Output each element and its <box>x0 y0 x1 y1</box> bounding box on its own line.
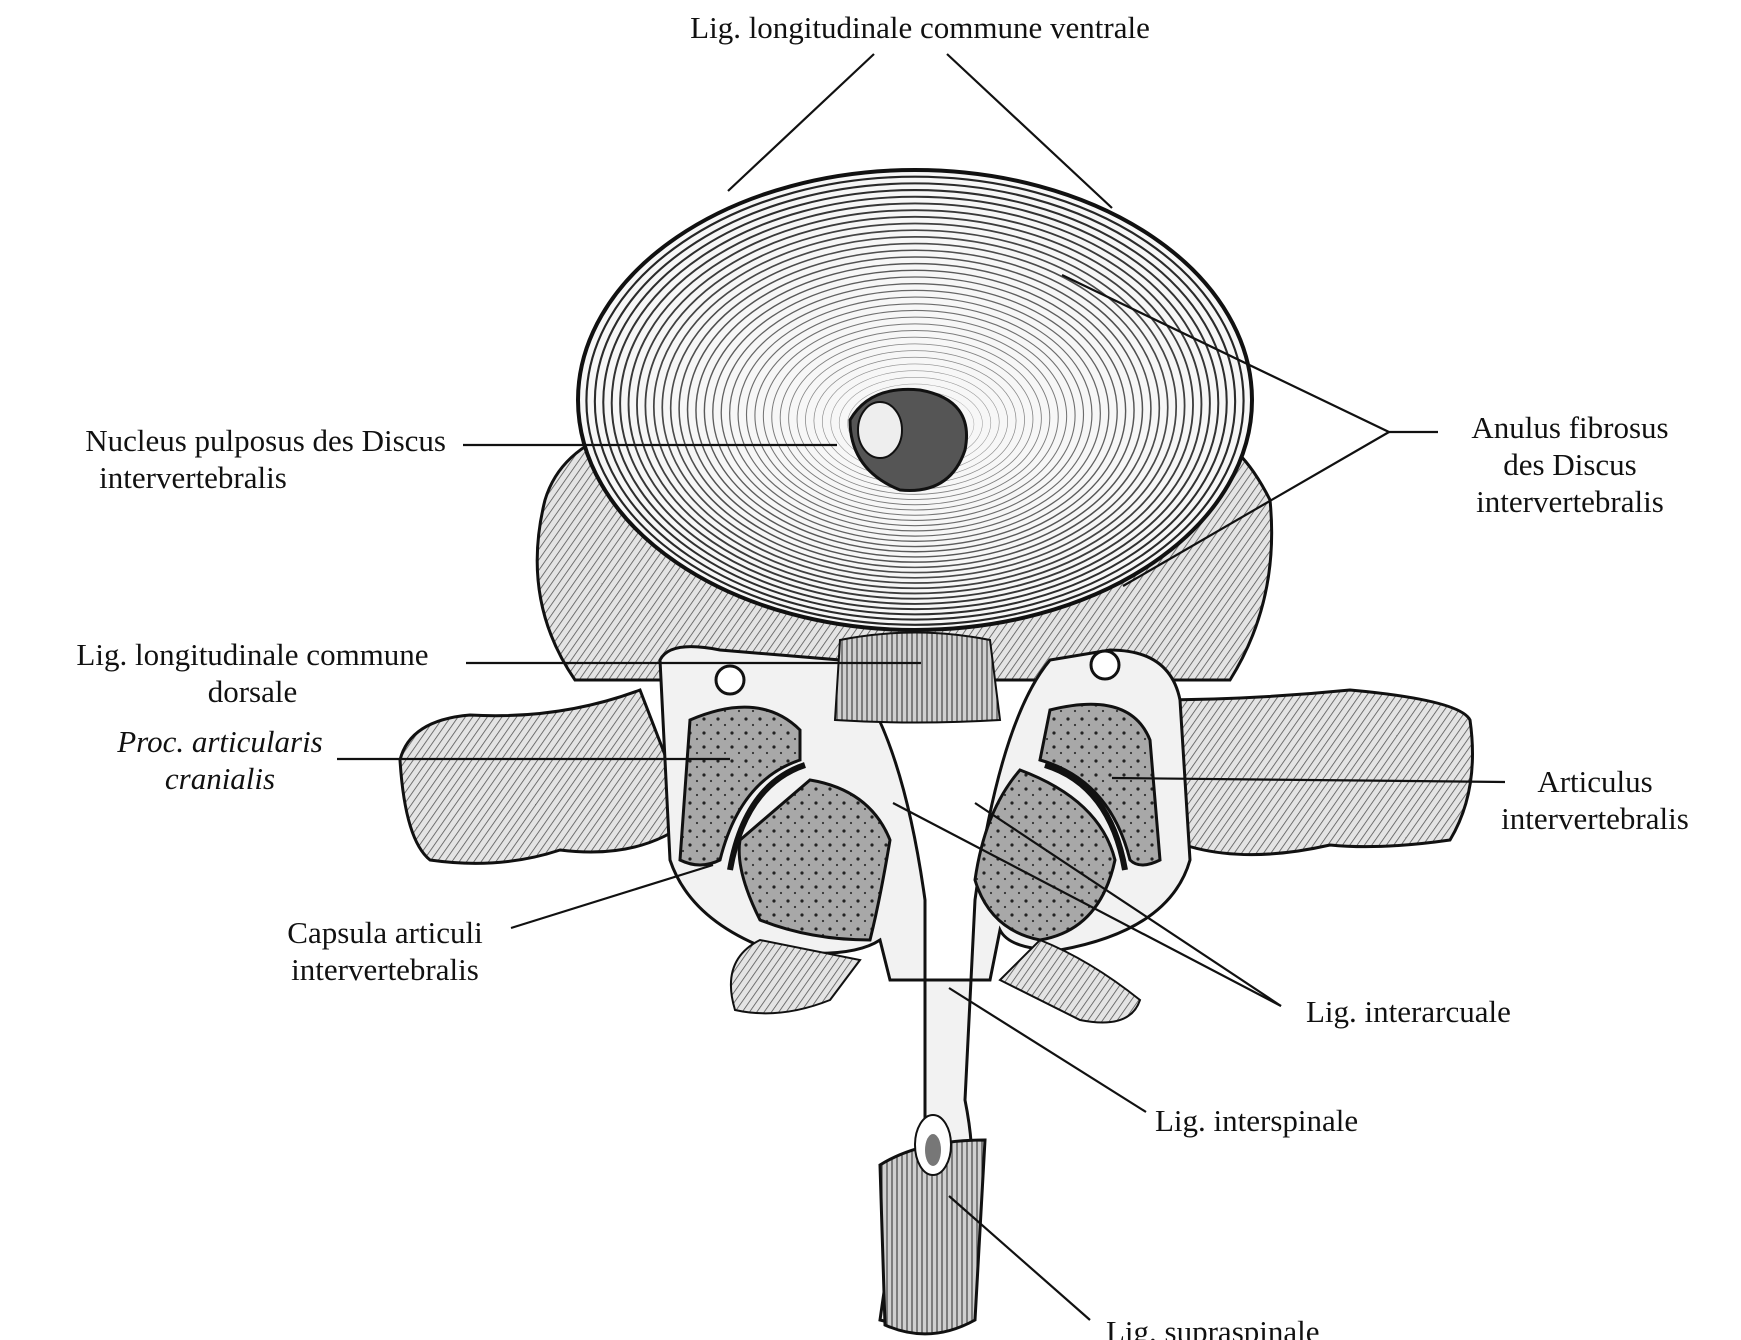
lamella <box>619 202 1211 605</box>
label-line: intervertebralis <box>99 460 287 495</box>
lamella <box>729 289 1101 537</box>
label-line: Articulus <box>1537 764 1653 799</box>
lamella <box>720 283 1110 542</box>
lamella <box>796 343 1034 495</box>
label-lig-supraspinale: Lig. supraspinale <box>1106 1314 1320 1340</box>
label-line: Nucleus pulposus des Discus <box>85 423 446 458</box>
lamella <box>779 330 1051 506</box>
lamella <box>627 209 1203 600</box>
lamella <box>762 316 1068 516</box>
label-anulus-fibrosus: Anulus fibrosus des Discus intervertebra… <box>1440 409 1700 520</box>
nucleus-fragment <box>857 401 903 459</box>
articular-process-left <box>678 705 892 942</box>
lamella <box>636 215 1194 595</box>
lamella <box>695 262 1135 558</box>
label-line: Lig. longitudinale commune <box>76 637 429 672</box>
articular-process-right <box>973 702 1162 942</box>
label-nucleus-pulposus: Nucleus pulposus des Discus intervertebr… <box>0 422 446 496</box>
label-line: des Discus <box>1503 447 1637 482</box>
transverse-process-right <box>1148 688 1474 857</box>
label-lig-interspinale: Lig. interspinale <box>1155 1103 1359 1138</box>
label-line: intervertebralis <box>291 952 479 987</box>
lamella <box>703 269 1127 553</box>
label-articulus-intervertebralis: Articulus intervertebralis <box>1480 763 1710 837</box>
label-lig-longitudinale-ventrale: Lig. longitudinale commune ventrale <box>690 10 1150 45</box>
label-line: Proc. articularis <box>117 724 323 759</box>
lamella <box>602 189 1228 616</box>
lamella <box>644 222 1186 590</box>
label-lig-longitudinale-dorsale: Lig. longitudinale commune dorsale <box>50 636 455 710</box>
lamella <box>610 195 1220 611</box>
leader-lines <box>337 53 1506 1321</box>
lamella <box>585 175 1245 626</box>
posterior-longitudinal-ligament <box>714 631 1121 724</box>
lamella <box>593 182 1237 621</box>
label-proc-articularis-cranialis: Proc. articularis cranialis <box>105 723 335 797</box>
lamella <box>669 242 1161 574</box>
label-line: Capsula articuli <box>287 915 483 950</box>
label-line: intervertebralis <box>1501 801 1689 836</box>
lamella <box>788 336 1042 500</box>
lamella <box>712 276 1118 548</box>
lamella <box>737 296 1093 532</box>
label-line: intervertebralis <box>1476 484 1664 519</box>
lamella <box>652 229 1178 584</box>
intervertebral-disc <box>576 168 1254 632</box>
lamella <box>754 309 1076 521</box>
transverse-process-left <box>398 688 692 865</box>
lamella <box>678 249 1152 569</box>
label-line: cranialis <box>164 761 276 796</box>
label-capsula-articuli: Capsula articuli intervertebralis <box>265 914 505 988</box>
lamella <box>771 323 1059 511</box>
lamella <box>686 256 1144 563</box>
lamella <box>661 236 1169 579</box>
label-lig-interarcuale: Lig. interarcuale <box>1306 994 1511 1029</box>
lamella <box>745 303 1085 527</box>
label-line: Anulus fibrosus <box>1471 410 1669 445</box>
label-line: dorsale <box>207 674 298 709</box>
